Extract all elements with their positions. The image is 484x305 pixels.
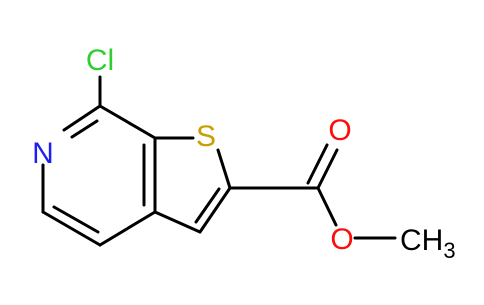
bond-c6-c5-inner (52, 205, 100, 234)
bond-c7-n-inner (70, 119, 99, 139)
bond-c3-c3a (153, 210, 202, 234)
bond-c6-c5 (41, 210, 102, 247)
methyl-ch: CH (400, 224, 443, 257)
bond-c-o-double-a (316, 148, 339, 190)
bond-c5-c4 (98, 210, 157, 247)
nitrogen-label: N (32, 137, 54, 170)
methyl-label: CH3 (400, 224, 456, 263)
bond-c2-c3 (198, 186, 232, 234)
carbonyl-oxygen-label: O (328, 114, 351, 147)
bond-c2-c3-inner (194, 187, 221, 224)
bond-c-oester (316, 186, 338, 227)
methyl-subscript: 3 (443, 238, 455, 263)
bond-c-o-double-b (306, 143, 329, 185)
bond-s-c2 (216, 148, 232, 190)
atom-labels: Cl N S O O CH3 (32, 44, 455, 263)
chlorine-label: Cl (86, 44, 114, 77)
bond-c7-n (62, 104, 102, 132)
bond-c7a-c7 (98, 104, 157, 140)
sulfur-label: S (196, 120, 216, 153)
ester-oxygen-label: O (330, 223, 353, 256)
bonds (41, 75, 397, 247)
